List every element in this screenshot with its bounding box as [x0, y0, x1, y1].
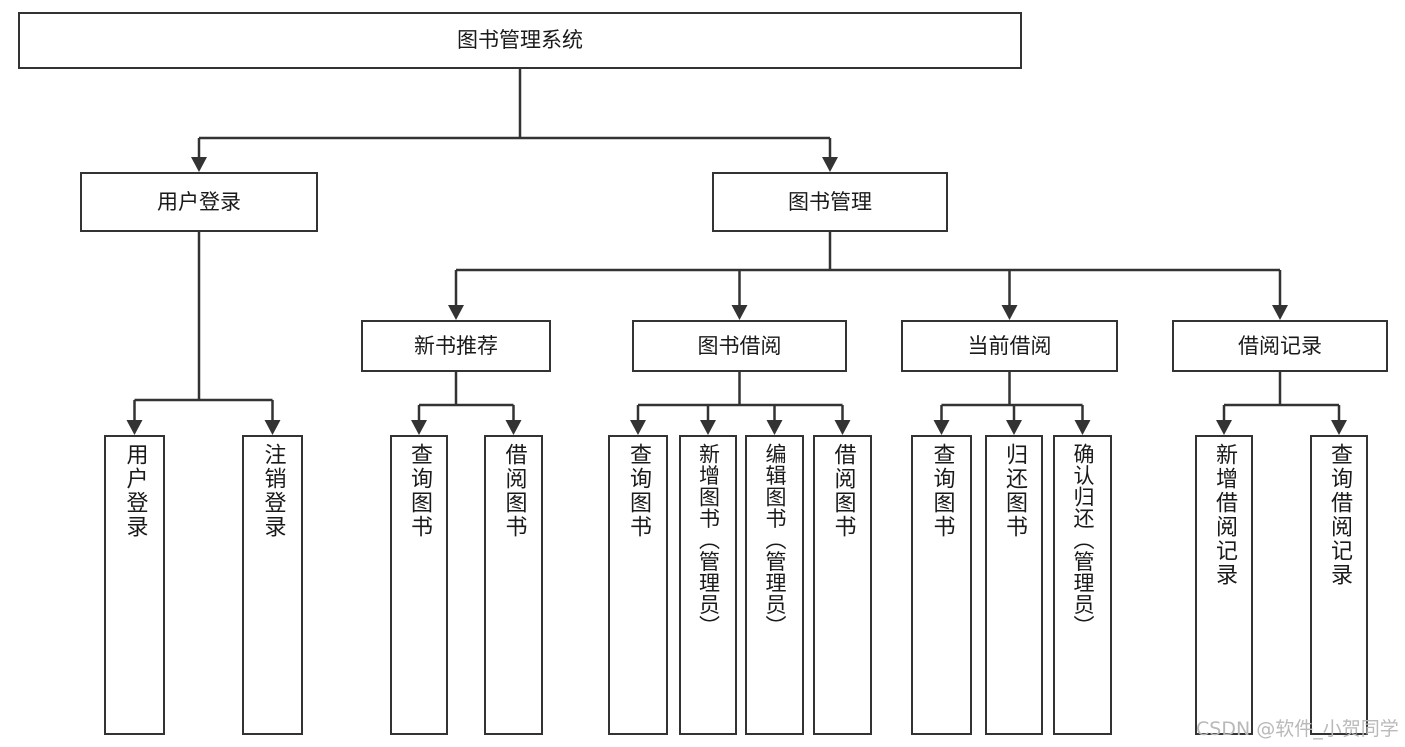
node-label: 当前借阅 — [967, 333, 1052, 358]
node-label: 查询图书 — [407, 443, 432, 539]
node-label: 用户登录 — [157, 189, 241, 214]
node-label: 借阅图书 — [501, 443, 527, 539]
arrow-head-icon — [411, 420, 427, 435]
node-label: 借阅图书 — [830, 443, 856, 539]
arrow-head-icon — [448, 305, 464, 320]
node-leaf-record-query: 查询借阅记录 — [1310, 435, 1368, 735]
node-root: 图书管理系统 — [18, 12, 1022, 69]
node-leaf-borrow-query: 查询图书 — [608, 435, 668, 735]
node-label: 新增借阅记录 — [1212, 443, 1237, 587]
node-leaf-record-add: 新增借阅记录 — [1195, 435, 1253, 735]
node-borrow: 图书借阅 — [632, 320, 847, 372]
node-leaf-new-borrow: 借阅图书 — [484, 435, 543, 735]
arrow-head-icon — [1074, 420, 1091, 435]
arrow-head-icon — [1331, 420, 1347, 435]
node-leaf-borrow-lend: 借阅图书 — [813, 435, 872, 735]
node-label: 图书借阅 — [697, 333, 782, 358]
arrow-head-icon — [700, 420, 716, 435]
node-newbook: 新书推荐 — [361, 320, 551, 372]
node-label: 查询图书 — [929, 443, 955, 539]
node-leaf-user-logout: 注销登录 — [242, 435, 303, 735]
arrow-head-icon — [731, 305, 748, 320]
node-leaf-current-confirm: 确认归还（管理员） — [1053, 435, 1112, 735]
arrow-head-icon — [1272, 305, 1288, 320]
arrow-head-icon — [834, 420, 851, 435]
node-bookmgmt: 图书管理 — [712, 172, 948, 232]
arrow-head-icon — [1006, 420, 1022, 435]
arrow-head-icon — [630, 420, 646, 435]
node-leaf-borrow-add: 新增图书（管理员） — [679, 435, 737, 735]
node-records: 借阅记录 — [1172, 320, 1388, 372]
node-label: 查询借阅记录 — [1327, 443, 1352, 587]
node-label: 用户登录 — [122, 443, 148, 539]
node-label: 图书管理 — [788, 189, 872, 214]
arrow-head-icon — [1001, 305, 1018, 320]
node-label: 归还图书 — [1002, 443, 1027, 539]
arrow-head-icon — [766, 420, 783, 435]
node-label: 借阅记录 — [1238, 333, 1322, 358]
node-current: 当前借阅 — [901, 320, 1118, 372]
arrow-head-icon — [264, 420, 281, 435]
node-label: 查询图书 — [626, 443, 651, 539]
node-label: 新书推荐 — [414, 333, 498, 358]
node-leaf-current-query: 查询图书 — [911, 435, 972, 735]
arrow-head-icon — [822, 157, 838, 172]
arrow-head-icon — [505, 420, 522, 435]
arrow-head-icon — [1216, 420, 1232, 435]
node-label: 编辑图书（管理员） — [763, 443, 787, 637]
node-label: 注销登录 — [260, 443, 286, 539]
node-leaf-user-login: 用户登录 — [104, 435, 165, 735]
node-leaf-borrow-edit: 编辑图书（管理员） — [745, 435, 804, 735]
arrow-head-icon — [126, 420, 143, 435]
arrow-head-icon — [933, 420, 950, 435]
node-leaf-new-query: 查询图书 — [390, 435, 448, 735]
node-login: 用户登录 — [80, 172, 318, 232]
node-label: 图书管理系统 — [457, 28, 583, 53]
arrow-head-icon — [191, 157, 207, 172]
node-leaf-current-return: 归还图书 — [985, 435, 1043, 735]
node-label: 新增图书（管理员） — [696, 443, 721, 637]
node-label: 确认归还（管理员） — [1071, 443, 1095, 637]
